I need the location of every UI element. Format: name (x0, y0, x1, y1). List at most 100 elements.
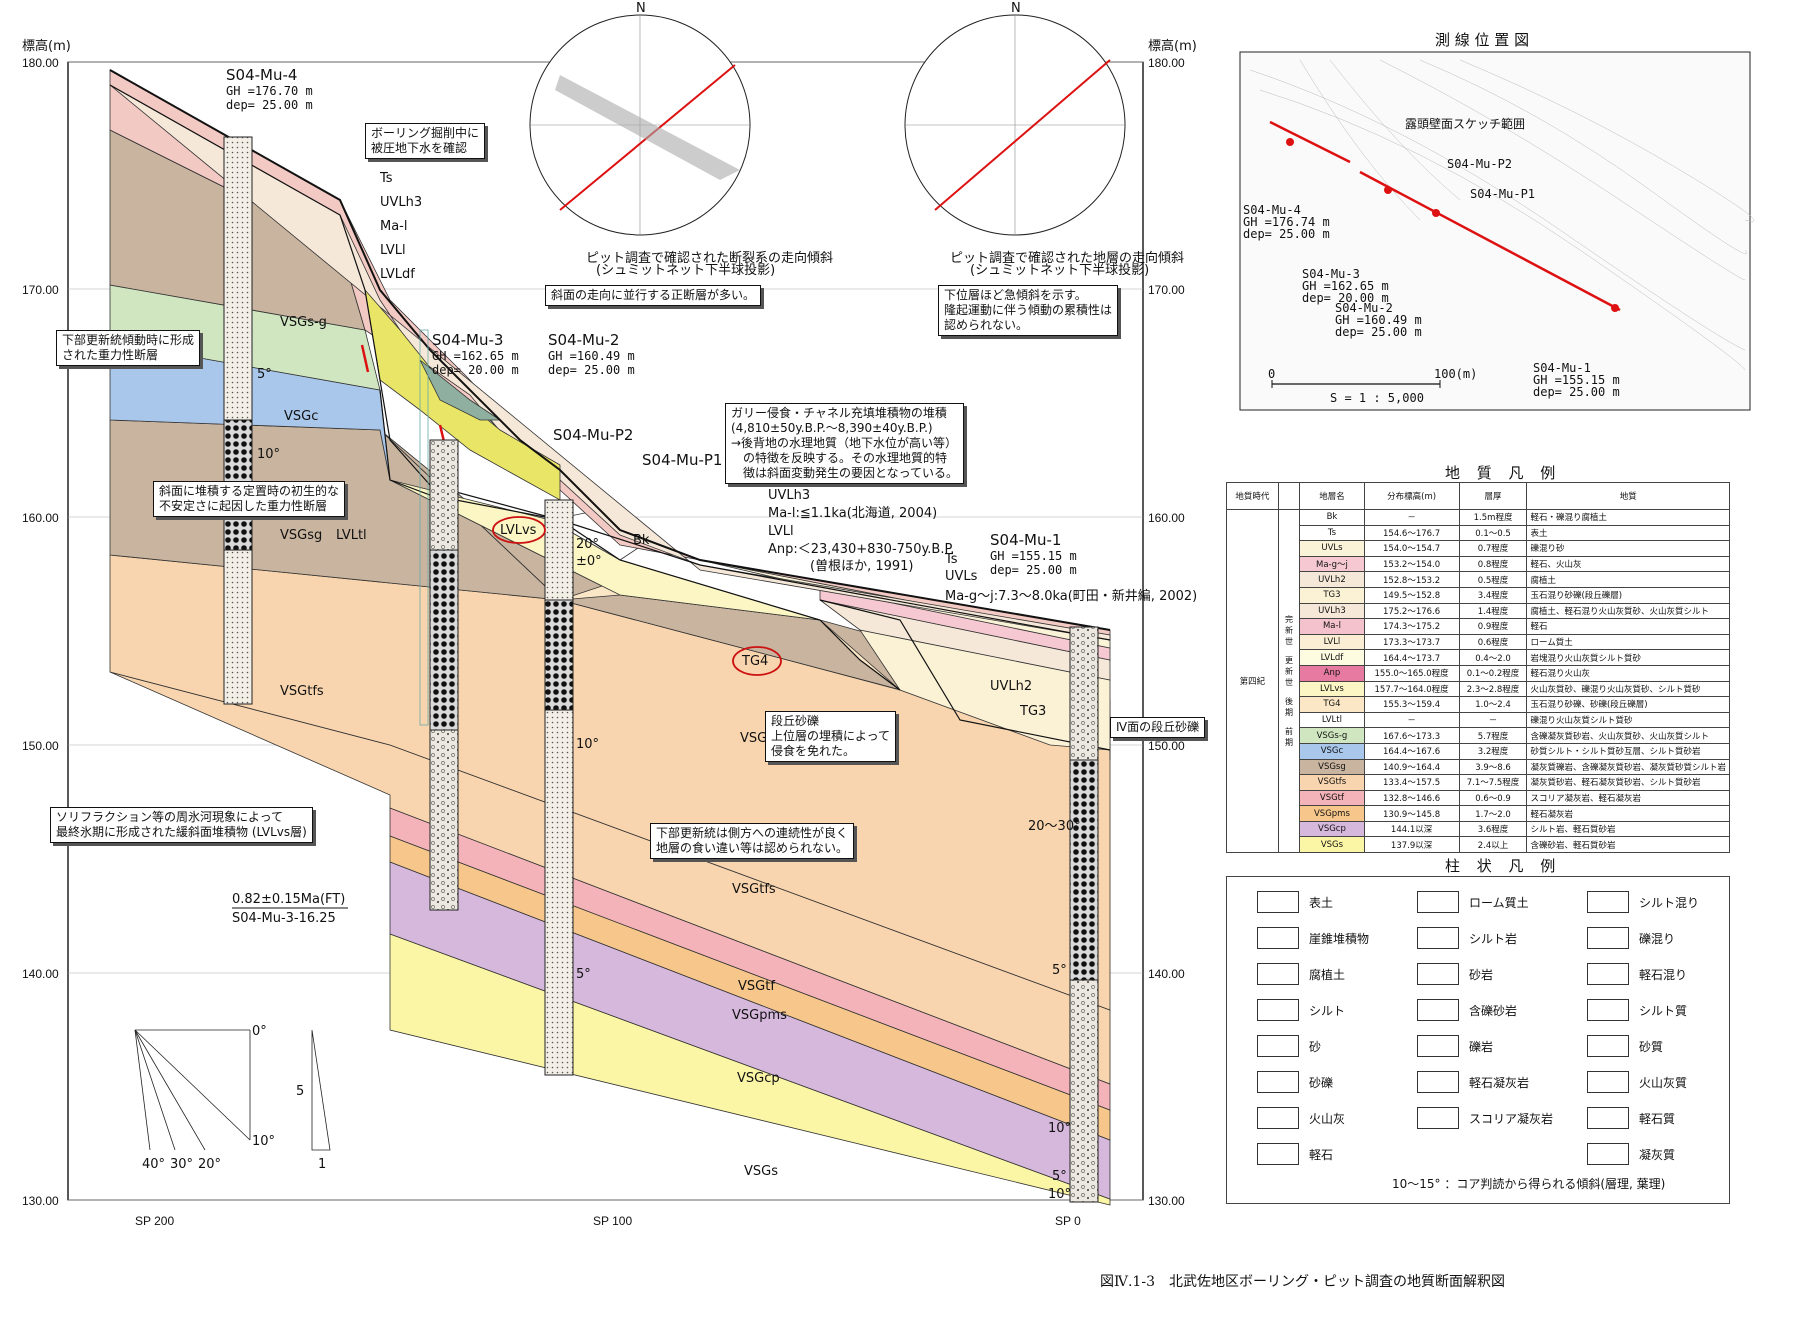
geo-legend-elev: 149.5～152.8 (1363, 586, 1460, 604)
borehole-mu3-header: S04-Mu-3 GH =162.65 m dep= 20.00 m (432, 331, 519, 377)
right-y-ticks: 180.00 170.00 160.00 150.00 140.00 130.0… (1148, 56, 1185, 1208)
note-gully-channel: ガリー侵食・チャネル充填堆積物の堆積 (4,810±50y.B.P.～8,390… (725, 403, 965, 484)
note-confined-groundwater: ボーリング掘削中に 被圧地下水を確認 (365, 123, 486, 159)
col-legend-label: 礫岩 (1469, 1039, 1494, 1054)
geo-legend-desc: 軽石 (1526, 618, 1730, 635)
dip-mu2-0: ±0° (576, 554, 602, 569)
col-legend-label: 軽石凝灰岩 (1469, 1075, 1530, 1090)
col-legend-swatch (1257, 891, 1299, 913)
geo-legend-name: LVLvs (1299, 680, 1365, 698)
geo-legend-desc: 含礫凝灰質砂岩、火山灰質砂、火山灰質シルト (1526, 727, 1730, 744)
geo-legend-name: Ma-g～j (1299, 555, 1365, 573)
geo-legend-thick: 1.0～2.4 (1458, 696, 1528, 713)
label-vsgc: VSGc (284, 409, 318, 424)
map-sketch-label: 露頭壁面スケッチ範囲 (1405, 116, 1525, 131)
left-y-ticks: 180.00 170.00 160.00 150.00 140.00 130.0… (22, 56, 59, 1208)
col-legend-item: スコリア凝灰岩 (1417, 1107, 1553, 1129)
geo-legend-desc: 軽石凝灰岩 (1526, 805, 1730, 822)
geo-legend-name: TG4 (1299, 696, 1365, 713)
geo-legend-desc: 玉石混り砂礫(段丘礫層) (1526, 586, 1730, 604)
geo-legend-name: VSGs-g (1299, 727, 1365, 744)
x-tick-sp100: SP 100 (593, 1214, 632, 1228)
geo-legend-name: VSGcp (1299, 820, 1365, 838)
borehole-mu3-dep: dep= 20.00 m (432, 363, 519, 377)
dip-mu1-10b: 10° (1048, 1187, 1071, 1202)
geo-legend-thick: 2.3～2.8程度 (1458, 680, 1528, 698)
geo-legend-desc: 凝灰質砂岩、軽石凝灰質砂岩、シルト質砂岩 (1526, 774, 1730, 791)
col-legend-label: 礫混り (1639, 931, 1676, 946)
dip-mu4-5: 5° (257, 367, 272, 382)
col-legend-item: 凝灰質 (1587, 1143, 1675, 1165)
col-legend-label: 含礫砂岩 (1469, 1003, 1518, 1018)
geo-legend-desc: 砂質シルト・シルト質砂互層、シルト質砂岩 (1526, 742, 1730, 760)
geo-legend-group: 後期 (1284, 697, 1293, 718)
borehole-mu1-name: S04-Mu-1 (990, 531, 1061, 549)
col-legend-swatch (1587, 999, 1629, 1021)
note-gravity-fault-slope: 斜面に堆積する定置時の初生的な 不安定さに起因した重力性断層 (153, 481, 346, 517)
geo-legend-name: UVLh2 (1299, 571, 1365, 588)
dip-mu1-2030: 20～30° (1028, 819, 1081, 834)
label-bk: Bk (633, 533, 650, 548)
geo-legend-desc: スコリア凝灰岩、軽石凝灰岩 (1526, 789, 1730, 807)
geo-legend-header-desc: 地質 (1526, 482, 1730, 510)
label-ts: Ts (379, 171, 393, 186)
col-legend-swatch (1587, 891, 1629, 913)
col-legend-item: 砂質 (1587, 1035, 1663, 1057)
col-legend-item: ローム質土 (1417, 891, 1529, 913)
col-legend-swatch (1587, 927, 1629, 949)
col-legend-swatch (1257, 1035, 1299, 1057)
geo-legend-thick: 3.9～8.6 (1458, 758, 1528, 776)
col-legend-item: 軽石凝灰岩 (1417, 1071, 1529, 1093)
geo-legend-thick: 0.7程度 (1458, 540, 1528, 557)
geo-legend-desc: 軽石混り火山灰 (1526, 664, 1730, 682)
col-legend-label: シルト岩 (1469, 931, 1518, 946)
geo-legend-name: LVLl (1299, 633, 1365, 651)
stereonet-right-caption: ピット調査で確認された地層の走向傾斜 (950, 250, 1184, 266)
geo-legend-header-thick: 層厚 (1458, 482, 1528, 510)
layer-labels: Ts UVLh3 Ma-l LVLl LVLdf VSGs-g VSGc VSG… (280, 171, 1046, 1179)
geo-legend-name: VSGc (1299, 742, 1365, 760)
location-map: 測 線 位 置 図 露頭壁面スケッチ範囲 S04-Mu-P2 S04-Mu-P1… (1239, 31, 1755, 411)
geo-legend-elev: 175.2～176.6 (1363, 602, 1460, 620)
col-legend-label: 火山灰 (1309, 1111, 1346, 1126)
x-tick-sp0: SP 0 (1055, 1214, 1081, 1228)
col-legend-item: 表土 (1257, 891, 1333, 913)
map-mu3-name: S04-Mu-3 (1302, 267, 1360, 281)
borehole-mu4-name: S04-Mu-4 (226, 66, 297, 84)
col-legend-item: 砂 (1257, 1035, 1321, 1057)
surface-lines (109, 69, 1111, 751)
p1-anp-ref: (曽根ほか, 1991) (810, 559, 914, 574)
note-terrace-gravel: 段丘砂礫 上位層の埋積によって 侵食を免れた。 (765, 711, 897, 762)
label-uvlh3: UVLh3 (380, 195, 422, 210)
borehole-mu1-dep: dep= 25.00 m (990, 563, 1077, 577)
p1-mal: Ma-l:≦1.1ka(北海道, 2004) (768, 506, 937, 521)
stereonet-right-north: N (1011, 1, 1021, 16)
geo-legend-desc: 腐植土 (1526, 571, 1730, 588)
geo-legend-header-elev: 分布標高(m) (1363, 482, 1460, 510)
col-legend-swatch (1587, 1107, 1629, 1129)
col-legend-swatch (1417, 1035, 1459, 1057)
dip-mu1-5b: 5° (1052, 1169, 1067, 1184)
geo-legend-elev: 155.3～159.4 (1363, 696, 1460, 713)
note-gravity-fault-lower: 下部更新統傾動時に形成 された重力性断層 (56, 330, 201, 366)
geo-legend-desc: 腐植土、軽石混り火山灰質砂、火山灰質シルト (1526, 602, 1730, 620)
label-lvll: LVLl (380, 243, 406, 258)
col-legend-swatch (1587, 963, 1629, 985)
borehole-mu2-name: S04-Mu-2 (548, 331, 619, 349)
stereonet-left-caption2: (シュミットネット下半球投影) (596, 262, 775, 278)
col-legend-swatch (1417, 927, 1459, 949)
stereonet-left-caption: ピット調査で確認された断裂系の走向傾斜 (586, 250, 833, 266)
stereonet-left: N ピット調査で確認された断裂系の走向傾斜 (シュミットネット下半球投影) (529, 1, 833, 278)
geo-legend-name: VSGtfs (1299, 774, 1365, 791)
label-lvlvs: LVLvs (500, 523, 537, 538)
col-legend-label: 凝灰質 (1639, 1147, 1676, 1162)
